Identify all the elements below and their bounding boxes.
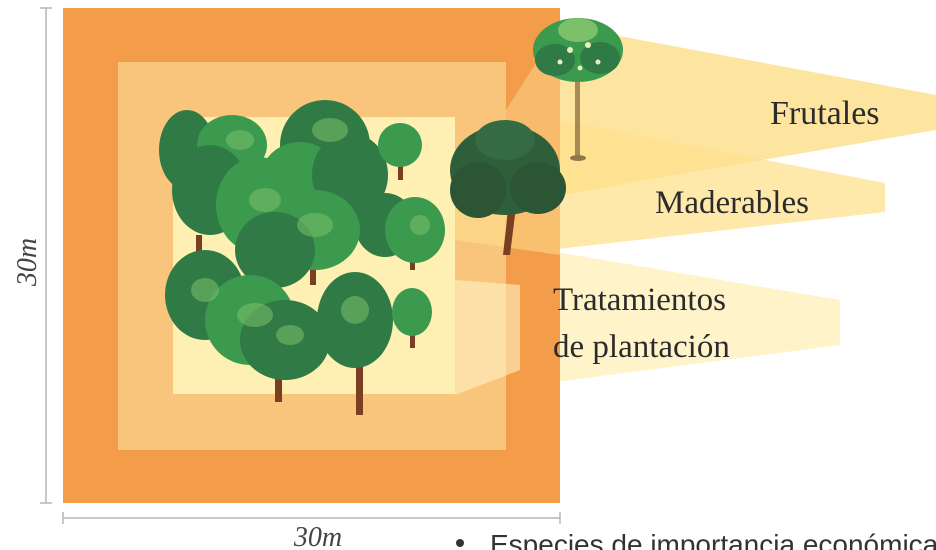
width-dimension-label: 30m — [293, 522, 342, 550]
label-frutales: Frutales — [770, 95, 880, 132]
label-tratamientos-line2: de plantación — [553, 329, 730, 365]
beam-overlay-tratamientos — [455, 280, 520, 395]
label-maderables: Maderables — [655, 185, 809, 221]
plantation-trees — [159, 100, 445, 415]
bullet-dot — [456, 539, 464, 547]
dimension-horizontal — [62, 512, 561, 524]
height-dimension-label: 30m — [12, 238, 43, 287]
timber-tree-icon — [450, 120, 566, 255]
label-tratamientos-line1: Tratamientos — [553, 282, 726, 318]
beam-maderables — [505, 110, 885, 255]
dimension-vertical — [40, 7, 52, 504]
fruit-tree-icon — [533, 18, 623, 161]
bullet-text: Especies de importancia económica — [490, 529, 936, 550]
